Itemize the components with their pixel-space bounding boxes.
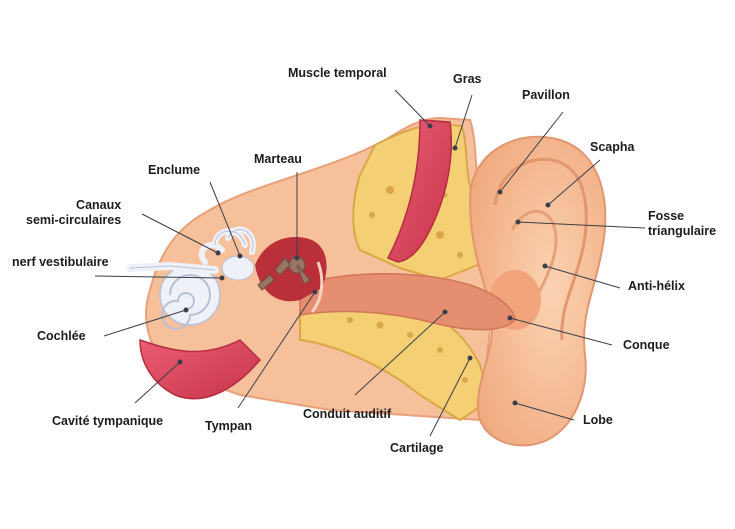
- inner-ear: [126, 226, 256, 330]
- ossicles: [257, 256, 311, 291]
- label-nerf-vestibulaire: nerf vestibulaire: [12, 255, 109, 269]
- temporal-muscle: [386, 119, 453, 263]
- label-cochlee: Cochlée: [37, 329, 86, 343]
- label-marteau: Marteau: [254, 152, 302, 166]
- label-pavillon: Pavillon: [522, 88, 570, 102]
- label-canaux-semi-circulaires: Canaux semi-circulaires: [26, 198, 122, 227]
- vestibule: [221, 255, 255, 281]
- ear-canal: [299, 273, 516, 331]
- label-gras: Gras: [453, 72, 482, 86]
- label-cartilage: Cartilage: [390, 441, 444, 455]
- lower-muscle: [139, 338, 262, 400]
- label-fosse-triangulaire: Fosse triangulaire: [648, 209, 717, 238]
- eardrum: [310, 261, 324, 313]
- label-tympan: Tympan: [205, 419, 252, 433]
- label-cavite-tympanique: Cavité tympanique: [52, 414, 164, 428]
- label-conque: Conque: [623, 338, 670, 352]
- label-muscle-temporal: Muscle temporal: [288, 66, 387, 80]
- antihelix-fold: [510, 209, 558, 301]
- label-enclume: Enclume: [148, 163, 201, 177]
- label-lobe: Lobe: [583, 413, 613, 427]
- label-scapha: Scapha: [590, 140, 635, 154]
- label-conduit-auditif: Conduit auditif: [303, 407, 392, 421]
- label-anti-helix: Anti-hélix: [628, 279, 685, 293]
